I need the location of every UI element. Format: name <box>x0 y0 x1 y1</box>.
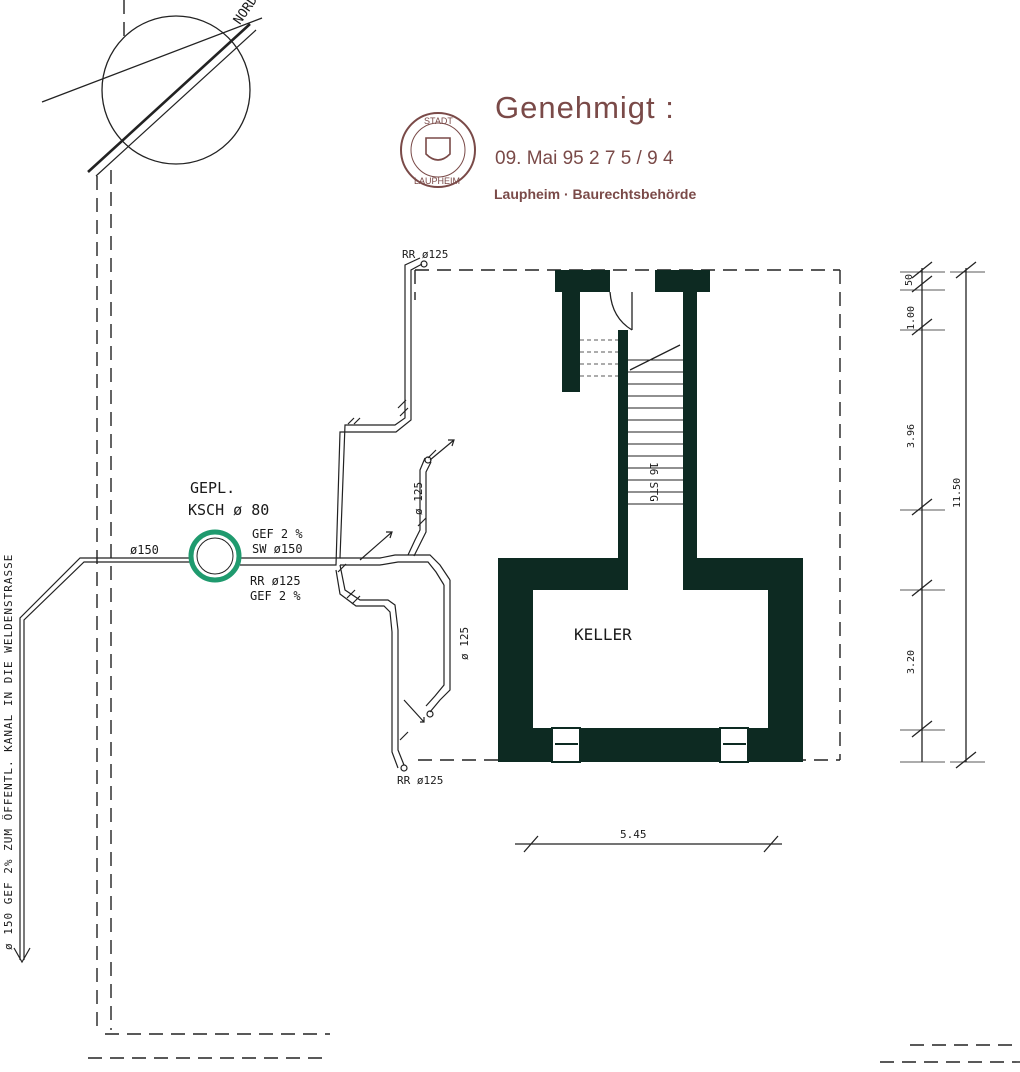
inspection-line1: GEPL. <box>190 479 235 497</box>
main-pipe-dia: ø150 <box>130 543 159 557</box>
stamp-authority: Laupheim · Baurechtsbehörde <box>494 186 696 202</box>
seal-text-bottom: LAUPHEIM <box>414 176 460 186</box>
coat-of-arms-icon <box>425 137 451 161</box>
dim-545: 5.45 <box>620 828 647 841</box>
north-arrow: NORD <box>41 0 263 177</box>
inspection-line2: KSCH ø 80 <box>188 501 269 519</box>
gef-2-b: GEF 2 % <box>250 589 301 603</box>
drain-network: RR ø125 RR ø125 GEF 2 % SW ø150 RR ø125 … <box>250 248 471 787</box>
dim-396: 3.96 <box>906 424 917 448</box>
approval-stamp: STADT LAUPHEIM Genehmigt : 09. Mai 95 2 … <box>400 90 696 202</box>
dim-50: 50 <box>904 274 915 286</box>
stamp-approved: Genehmigt : <box>495 90 675 125</box>
stairs-label: 16 STG <box>647 462 660 502</box>
seal-text-top: STADT <box>424 116 453 126</box>
inspection-chamber-ring <box>188 529 242 583</box>
stamp-date-ref: 09. Mai 95 2 7 5 / 9 4 <box>495 148 674 169</box>
dim-100: 1.00 <box>906 306 917 330</box>
v-125-lower: ø 125 <box>458 627 471 660</box>
dim-320: 3.20 <box>906 650 917 674</box>
dim-1150: 11.50 <box>952 478 963 508</box>
gef-2-a: GEF 2 % <box>252 527 303 541</box>
room-label-keller: KELLER <box>574 625 632 644</box>
building-floorplan: 16 STG KELLER <box>498 270 803 763</box>
rr-125-mid: RR ø125 <box>250 574 301 588</box>
v-125-upper: ø 125 <box>412 482 425 515</box>
outflow-pipe: ø150 ø 150 GEF 2% ZUM ÖFFENTL. KANAL IN … <box>2 543 330 964</box>
dimension-lines: 50 1.00 3.96 11.50 3.20 5.45 <box>515 261 985 853</box>
rr-125-top: RR ø125 <box>402 248 448 261</box>
sw-150: SW ø150 <box>252 542 303 556</box>
outflow-label: ø 150 GEF 2% ZUM ÖFFENTL. KANAL IN DIE W… <box>2 554 15 950</box>
north-label: NORD <box>231 0 261 28</box>
property-boundary <box>88 0 1020 1063</box>
rr-125-bottom: RR ø125 <box>397 774 443 787</box>
staircase: 16 STG <box>580 339 683 505</box>
inspection-chamber: GEPL. KSCH ø 80 <box>188 479 269 583</box>
